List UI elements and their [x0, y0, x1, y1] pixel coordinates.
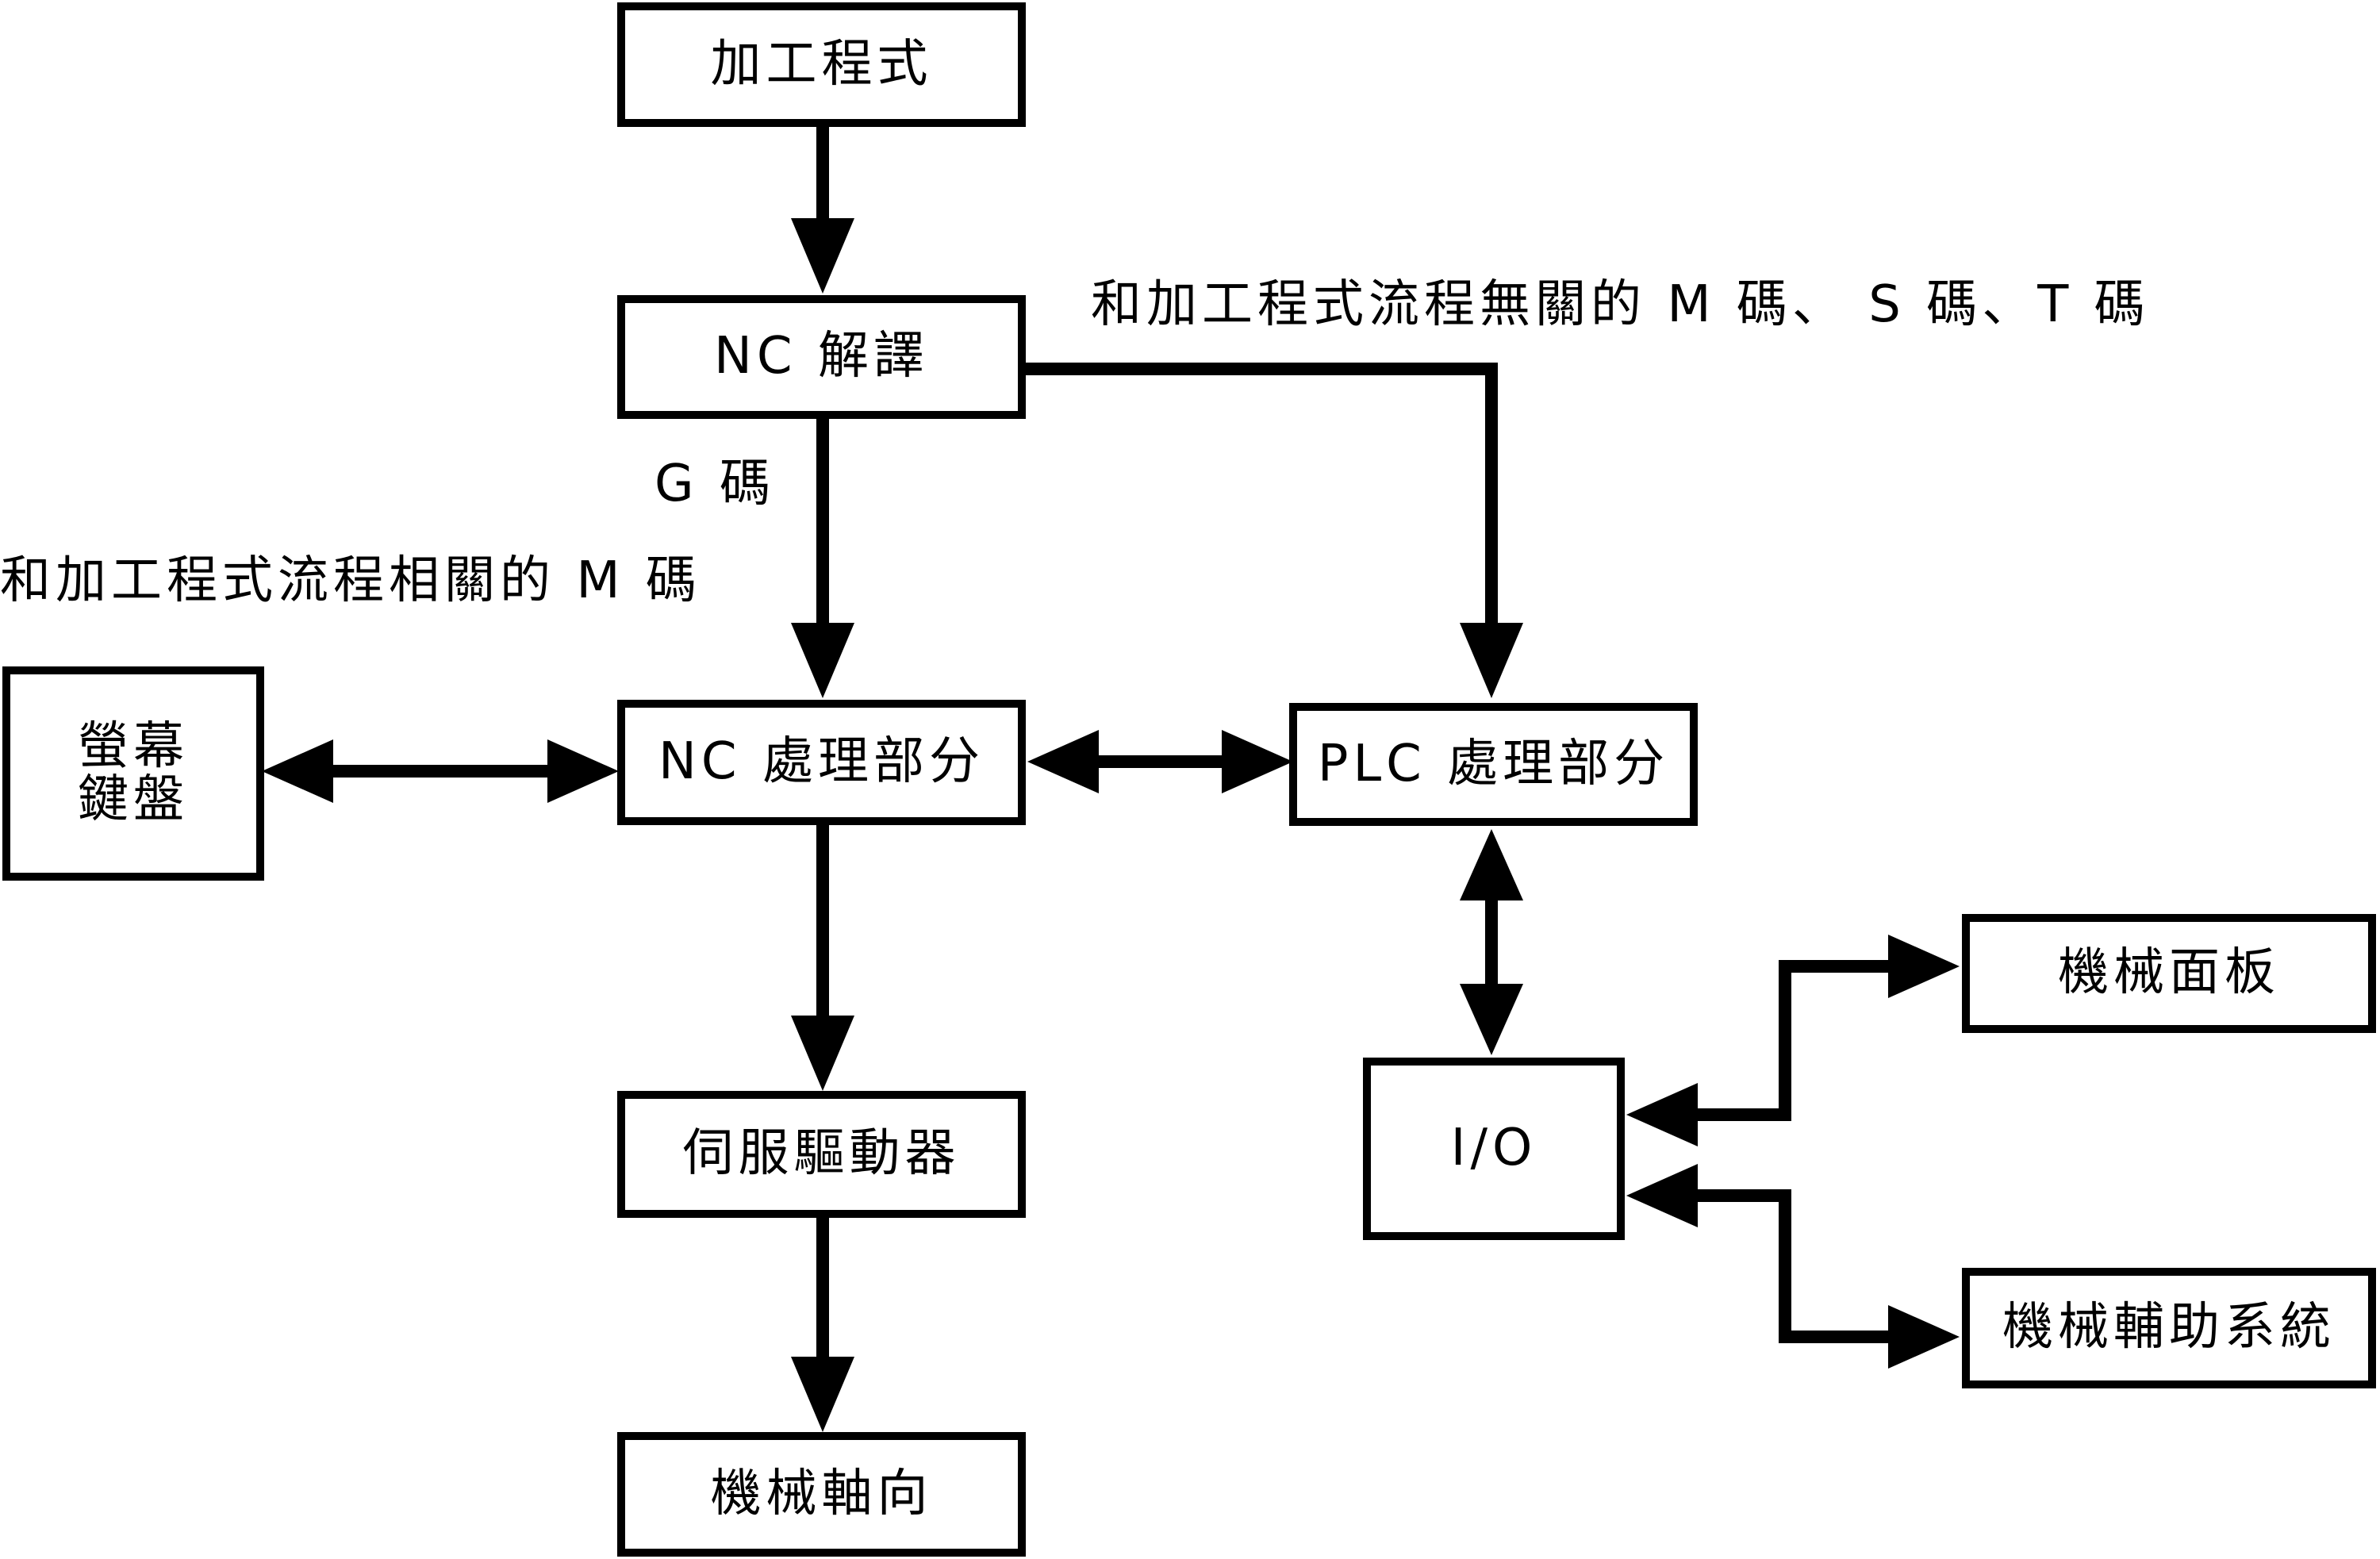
label-g-code: G 碼: [654, 455, 775, 513]
arrowhead-nc-left: [547, 739, 619, 803]
arrow-io-panel: [1698, 960, 1888, 1121]
label-related-m-code: 和加工程式流程相關的 M 碼: [0, 551, 701, 610]
arrowhead-io-lower: [1626, 1164, 1698, 1227]
node-machine-panel: 機械面板: [1962, 914, 2376, 1033]
arrowhead-plc-left: [1222, 730, 1293, 793]
arrow-decoder-to-plc: [1023, 363, 1498, 643]
arrowhead-io-top: [1460, 984, 1523, 1055]
arrowhead-nc-right: [1027, 730, 1099, 793]
arrowhead-servo: [791, 1016, 854, 1091]
node-nc-processor: NC 處理部分: [617, 700, 1026, 825]
node-nc-decoder: NC 解譯: [617, 295, 1026, 419]
node-io: I/O: [1363, 1058, 1625, 1240]
arrowhead-panel: [1888, 935, 1960, 998]
node-screen-line1: 螢幕: [78, 716, 189, 776]
arrow-io-aux: [1698, 1189, 1888, 1343]
node-servo-driver: 伺服驅動器: [617, 1091, 1026, 1218]
arrowhead-io-upper: [1626, 1083, 1698, 1146]
arrowhead-nc-from-decoder: [791, 623, 854, 698]
node-screen-keyboard: 螢幕 鍵盤: [2, 666, 264, 881]
node-program: 加工程式: [617, 2, 1026, 127]
node-machine-axis: 機械軸向: [617, 1432, 1026, 1557]
node-aux-system: 機械輔助系統: [1962, 1268, 2376, 1388]
arrowhead-aux: [1888, 1305, 1960, 1369]
node-screen-line2: 鍵盤: [78, 770, 189, 829]
arrowhead-axis: [791, 1357, 854, 1432]
arrowhead-screen: [262, 739, 333, 803]
label-unrelated-codes: 和加工程式流程無關的 M 碼、 S 碼、T 碼: [1091, 275, 2150, 334]
arrowhead-plc-bottom: [1460, 829, 1523, 900]
arrowhead-plc-from-decoder: [1460, 623, 1523, 698]
arrowhead-decoder: [791, 218, 854, 294]
node-plc-processor: PLC 處理部分: [1289, 703, 1698, 826]
